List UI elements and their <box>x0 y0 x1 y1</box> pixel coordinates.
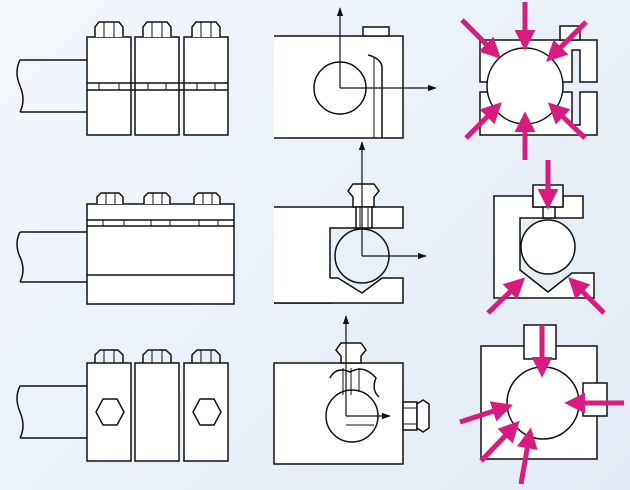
row3-force-view <box>459 324 624 485</box>
row3-side-view <box>16 349 229 462</box>
force-arrows-row3 <box>459 325 624 485</box>
row1-side-view <box>16 21 229 136</box>
row1-force-view <box>460 2 598 160</box>
force-arrow <box>547 102 587 140</box>
force-arrow <box>568 277 606 315</box>
row2-side-view <box>16 192 235 305</box>
row2-section-view <box>274 141 427 304</box>
force-arrow <box>546 20 588 62</box>
force-arrow <box>486 277 526 315</box>
force-arrow <box>464 102 502 140</box>
row2-force-view <box>486 160 606 315</box>
force-arrows-row1 <box>460 2 588 160</box>
row1-section-view <box>274 7 437 139</box>
force-arrow <box>479 420 520 463</box>
force-arrow <box>460 18 501 59</box>
row3-section-view <box>273 315 430 465</box>
force-arrow <box>459 401 513 425</box>
force-arrows-row2 <box>486 160 606 315</box>
force-arrow <box>516 427 538 485</box>
